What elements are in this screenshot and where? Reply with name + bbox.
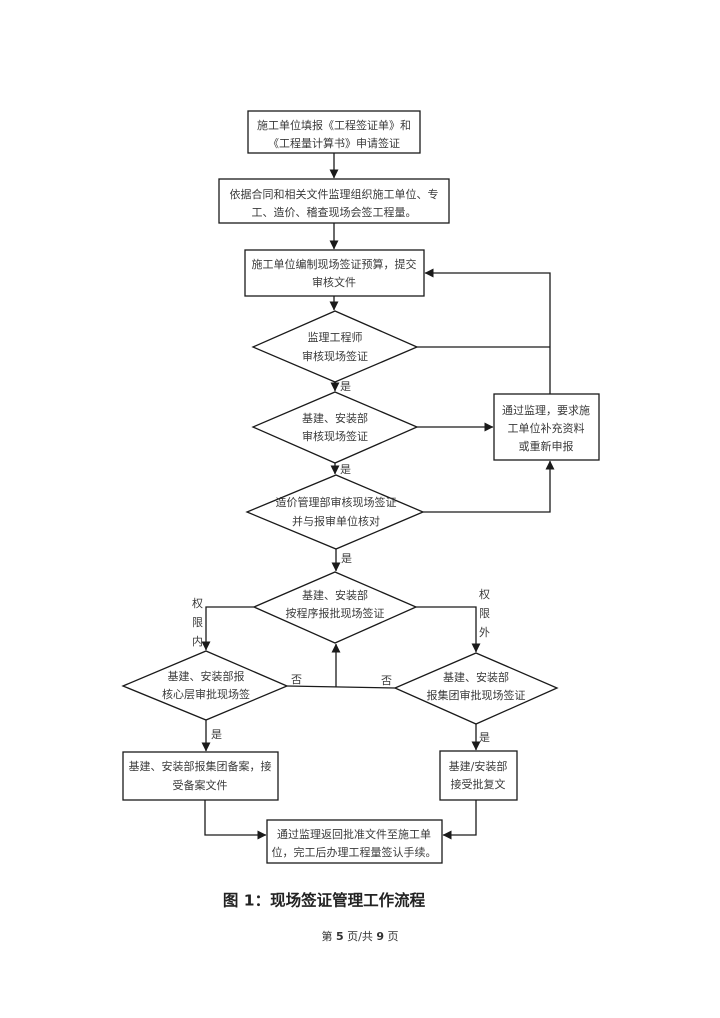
node-text-line: 报集团审批现场签证 <box>427 688 526 702</box>
decision-diamond <box>245 474 425 550</box>
process-box <box>439 750 518 801</box>
process-box <box>122 751 279 801</box>
process-box <box>266 819 443 864</box>
node-core-approval: 基建、安装部报 核心层审批现场签 <box>121 650 289 721</box>
page-footer: 第 5 页/共 9 页 <box>321 929 398 943</box>
node-text-line: 或重新申报 <box>519 439 574 453</box>
label-beyond-authority: 权 <box>479 588 490 601</box>
decision-diamond <box>393 652 559 725</box>
label-yes: 是 <box>211 728 222 741</box>
node-text-line: 监理工程师 <box>308 331 363 344</box>
node-text-line: 通过监理返回批准文件至施工单 <box>277 827 431 841</box>
edge-reply-to-return <box>442 800 477 840</box>
label-no: 否 <box>291 673 302 686</box>
node-dept-review: 基建、安装部 审核现场签证 <box>251 391 419 464</box>
edges <box>201 153 555 840</box>
node-submit-request: 施工单位填报《工程签证单》和 《工程量计算书》申请签证 <box>247 110 421 154</box>
node-text-line: 审核现场签证 <box>302 429 368 443</box>
total-pages-number: 9 <box>376 930 384 943</box>
label-within-authority: 内 <box>192 634 203 648</box>
node-text-line: 审核文件 <box>312 275 356 289</box>
decision-diamond <box>252 571 418 644</box>
process-box <box>493 393 600 461</box>
label-yes: 是 <box>340 380 351 393</box>
node-text-line: 基建、安装部 <box>302 411 368 425</box>
node-text-line: 基建、安装部 <box>302 588 368 602</box>
label-no: 否 <box>381 674 392 687</box>
node-text-line: 基建、安装部报 <box>168 669 245 683</box>
node-text-line: 基建、安装部 <box>443 670 509 684</box>
node-text-line: 基建/安装部 <box>449 759 508 773</box>
edge-submit-within-authority <box>201 606 254 651</box>
node-supervisor-review: 监理工程师 审核现场签证 <box>251 310 419 383</box>
node-text-line: 位，完工后办理工程量签认手续。 <box>272 845 437 859</box>
label-beyond-authority: 限 <box>479 607 490 620</box>
label-yes: 是 <box>340 463 351 476</box>
node-cost-review: 造价管理部审核现场签证 并与报审单位核对 <box>245 474 425 550</box>
current-page-number: 5 <box>336 930 344 943</box>
footer-prefix: 第 <box>321 929 336 943</box>
node-resubmit: 通过监理，要求施 工单位补充资料 或重新申报 <box>493 393 600 461</box>
node-text-line: 核心层审批现场签 <box>162 687 250 701</box>
decision-diamond <box>251 310 419 383</box>
node-text-line: 接受批复文 <box>451 777 506 791</box>
node-text-line: 依据合同和相关文件监理组织施工单位、专 <box>230 187 439 201</box>
node-text-line: 按程序报批现场签证 <box>286 606 385 620</box>
node-text-line: 《工程量计算书》申请签证 <box>268 136 400 150</box>
label-yes: 是 <box>341 552 352 565</box>
edge-filing-to-return <box>204 800 267 840</box>
process-box <box>218 178 450 224</box>
node-text-line: 施工单位编制现场签证预算，提交 <box>252 257 417 271</box>
node-text-line: 受备案文件 <box>173 778 228 792</box>
process-box <box>244 249 425 297</box>
node-text-line: 造价管理部审核现场签证 <box>276 495 397 509</box>
decision-diamond <box>251 391 419 464</box>
node-text-line: 审核现场签证 <box>302 349 368 363</box>
label-within-authority: 权 <box>192 597 203 610</box>
edge-rejections-join <box>286 685 396 689</box>
decision-diamond <box>121 650 289 721</box>
node-text-line: 工、造价、稽查现场会签工程量。 <box>252 205 417 219</box>
node-group-approval: 基建、安装部 报集团审批现场签证 <box>393 652 559 725</box>
node-text-line: 施工单位填报《工程签证单》和 <box>257 118 411 132</box>
node-joint-inspection: 依据合同和相关文件监理组织施工单位、专 工、造价、稽查现场会签工程量。 <box>218 178 450 224</box>
edge-cost-to-resubmit <box>423 460 555 513</box>
footer-middle: 页/共 <box>344 930 377 943</box>
figure-caption: 图 1：现场签证管理工作流程 <box>223 891 426 910</box>
node-text-line: 通过监理，要求施 <box>502 404 590 417</box>
label-yes: 是 <box>479 731 490 744</box>
edge-resubmit-to-budget <box>424 268 551 394</box>
label-within-authority: 限 <box>192 616 203 629</box>
node-dept-submit: 基建、安装部 按程序报批现场签证 <box>252 571 418 644</box>
edge-submit-beyond-authority <box>416 606 481 653</box>
node-text-line: 基建、安装部报集团备案，接 <box>129 759 272 773</box>
node-prepare-budget: 施工单位编制现场签证预算，提交 审核文件 <box>244 249 425 297</box>
node-text-line: 并与报审单位核对 <box>292 514 380 528</box>
node-receive-reply: 基建/安装部 接受批复文 <box>439 750 518 801</box>
process-box <box>247 110 421 154</box>
edge-labels: 是 是 是 是 是 否 否 权 限 内 权 限 外 <box>192 380 490 744</box>
footer-suffix: 页 <box>384 930 399 943</box>
label-beyond-authority: 外 <box>479 626 490 639</box>
node-text-line: 工单位补充资料 <box>508 421 585 435</box>
node-group-filing: 基建、安装部报集团备案，接 受备案文件 <box>122 751 279 801</box>
node-return-docs: 通过监理返回批准文件至施工单 位，完工后办理工程量签认手续。 <box>266 819 443 864</box>
